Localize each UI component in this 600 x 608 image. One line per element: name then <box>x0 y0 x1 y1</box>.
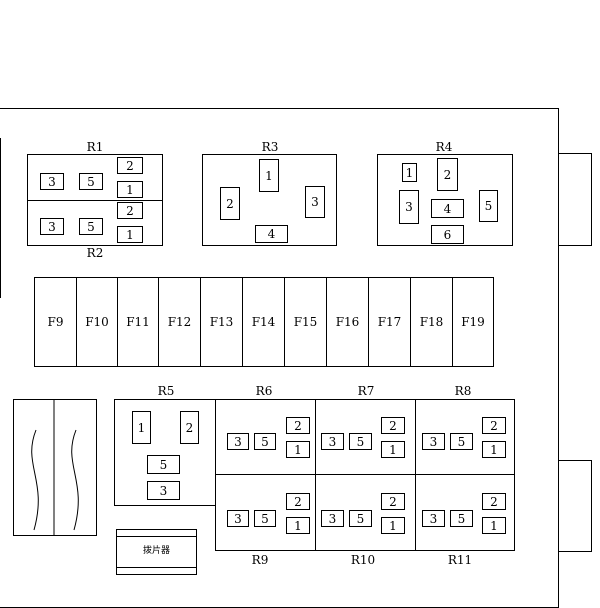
relay-r6-pin-5: 5 <box>254 433 276 450</box>
relay-r11-pin-1: 1 <box>482 517 506 534</box>
relay-r2-pin-3: 3 <box>40 218 64 235</box>
relay-r5-pin-2: 2 <box>180 411 199 444</box>
relay-r8-pin-2: 2 <box>482 417 506 434</box>
relay-r6-pin-1: 1 <box>286 441 310 458</box>
relay-r2-label: R2 <box>86 246 104 260</box>
right-connector-bottom <box>558 460 592 552</box>
relay-r10-pin-1: 1 <box>381 517 405 534</box>
relay-r2-pin-5: 5 <box>79 218 103 235</box>
relay-r6-label: R6 <box>255 384 273 398</box>
relay-r10-pin-5: 5 <box>349 510 372 527</box>
relay-r9-pin-3: 3 <box>227 510 249 527</box>
relay-r9-pin-5: 5 <box>254 510 276 527</box>
relay-r1-pin-5: 5 <box>79 173 103 190</box>
relay-r3-label: R3 <box>261 140 279 154</box>
relay-r7-label: R7 <box>357 384 375 398</box>
relay-r11-pin-5: 5 <box>450 510 473 527</box>
relay-r3-pin-1: 1 <box>259 159 279 192</box>
relay-r2-pin-2: 2 <box>117 202 143 219</box>
relay-r9: 3 5 2 1 <box>215 474 316 551</box>
right-connector-top <box>558 153 592 246</box>
relay-r9-pin-2: 2 <box>286 493 310 510</box>
relay-r11-pin-2: 2 <box>482 493 506 510</box>
relay-r4-pin-5: 5 <box>479 190 498 222</box>
relay-r7-pin-5: 5 <box>349 433 372 450</box>
relay-r1: 3 5 2 1 <box>27 154 163 201</box>
relay-r7: 3 5 2 1 <box>315 399 416 475</box>
relay-r8-pin-5: 5 <box>450 433 473 450</box>
relay-r5-label: R5 <box>157 384 175 398</box>
relay-r8-pin-1: 1 <box>482 441 506 458</box>
relay-r6-pin-2: 2 <box>286 417 310 434</box>
relay-r5-pin-3: 3 <box>147 481 180 500</box>
relay-r4-label: R4 <box>435 140 453 154</box>
relay-r9-label: R9 <box>251 553 269 567</box>
wavy-lines-graphic <box>31 399 79 536</box>
relay-r4-pin-4: 4 <box>431 199 464 218</box>
fuse-f16: F16 <box>326 277 369 367</box>
relay-r8-label: R8 <box>454 384 472 398</box>
left-edge-line <box>0 138 1 298</box>
relay-r6-pin-3: 3 <box>227 433 249 450</box>
relay-r3-pin-2: 2 <box>220 187 240 220</box>
relay-r11-label: R11 <box>447 553 473 567</box>
relay-r8-pin-3: 3 <box>422 433 445 450</box>
relay-r3-pin-3: 3 <box>305 186 325 218</box>
relay-r10-pin-3: 3 <box>321 510 344 527</box>
fuse-f19: F19 <box>452 277 494 367</box>
relay-r5: 1 2 5 3 <box>114 399 216 506</box>
relay-r7-pin-1: 1 <box>381 441 405 458</box>
paddle-switch-inner-line-bottom <box>117 567 196 568</box>
relay-r4-pin-1: 1 <box>402 163 417 182</box>
relay-r1-label: R1 <box>86 140 104 154</box>
relay-r2: 3 5 2 1 <box>27 200 163 246</box>
relay-r4-pin-3: 3 <box>399 190 419 224</box>
relay-r6: 3 5 2 1 <box>215 399 316 475</box>
relay-r11: 3 5 2 1 <box>415 474 515 551</box>
fuse-f10: F10 <box>76 277 118 367</box>
fuse-f18: F18 <box>410 277 453 367</box>
relay-r4-pin-2: 2 <box>437 158 458 191</box>
relay-r2-pin-1: 1 <box>117 226 143 243</box>
relay-r9-pin-1: 1 <box>286 517 310 534</box>
fuse-f12: F12 <box>158 277 201 367</box>
relay-r1-pin-3: 3 <box>40 173 64 190</box>
wavy-component <box>13 399 97 536</box>
relay-r1-pin-1: 1 <box>117 181 143 198</box>
relay-r5-pin-5: 5 <box>147 455 180 474</box>
paddle-switch-inner-line-top <box>117 536 196 537</box>
relay-r10: 3 5 2 1 <box>315 474 416 551</box>
relay-r7-pin-2: 2 <box>381 417 405 434</box>
relay-r7-pin-3: 3 <box>321 433 344 450</box>
relay-r3-pin-4: 4 <box>255 225 288 243</box>
paddle-switch-component: 拨片器 <box>116 529 197 575</box>
relay-r8: 3 5 2 1 <box>415 399 515 475</box>
relay-r10-pin-2: 2 <box>381 493 405 510</box>
paddle-switch-label: 拨片器 <box>142 546 170 556</box>
relay-r4: 1 2 3 4 5 6 <box>377 154 513 246</box>
relay-r11-pin-3: 3 <box>422 510 445 527</box>
fuse-f15: F15 <box>284 277 327 367</box>
fuse-f9: F9 <box>34 277 77 367</box>
relay-r5-pin-1: 1 <box>132 411 151 444</box>
relay-r3: 1 2 3 4 <box>202 154 337 246</box>
relay-r4-pin-6: 6 <box>431 225 464 244</box>
relay-r10-label: R10 <box>350 553 376 567</box>
relay-r1-pin-2: 2 <box>117 157 143 174</box>
